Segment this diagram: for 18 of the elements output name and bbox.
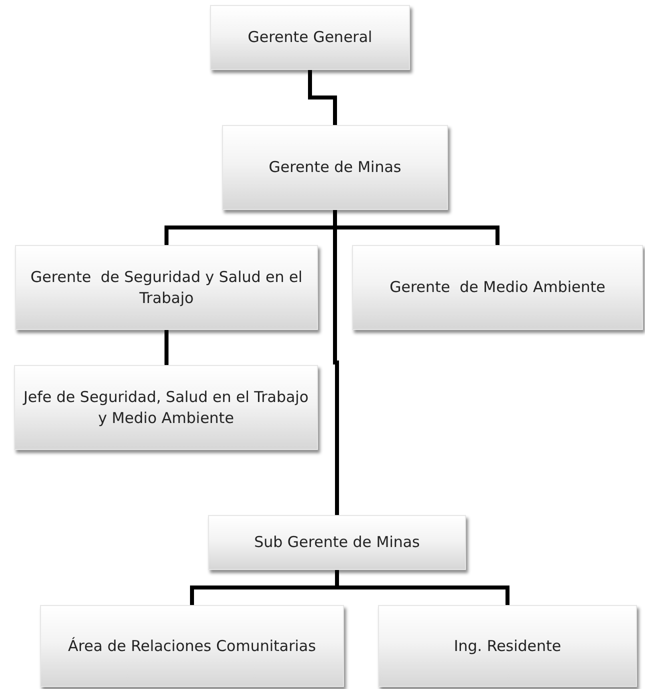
- org-box: [208, 515, 466, 570]
- org-box: [15, 245, 318, 330]
- org-box: [40, 605, 344, 687]
- role-title: Ing. Residente: [454, 636, 562, 656]
- org-box: [352, 245, 643, 330]
- org-box: [378, 605, 637, 687]
- role-title: Gerente de Seguridad y Salud en el Trabajo: [30, 267, 304, 308]
- connector-line: [308, 70, 337, 125]
- org-box: [210, 5, 410, 70]
- role-title: Jefe de Seguridad, Salud en el Trabajo y Medio Ambiente: [22, 387, 310, 428]
- role-title: Área de Relaciones Comunitarias: [68, 636, 316, 656]
- connector-line: [164, 330, 168, 365]
- role-title: Sub Gerente de Minas: [254, 532, 420, 553]
- org-box: [222, 125, 448, 210]
- role-title: Gerente de Minas: [268, 157, 402, 178]
- role-title: Gerente de Medio Ambiente: [390, 277, 606, 298]
- org-box: [14, 365, 318, 450]
- role-title: Gerente General: [248, 27, 372, 48]
